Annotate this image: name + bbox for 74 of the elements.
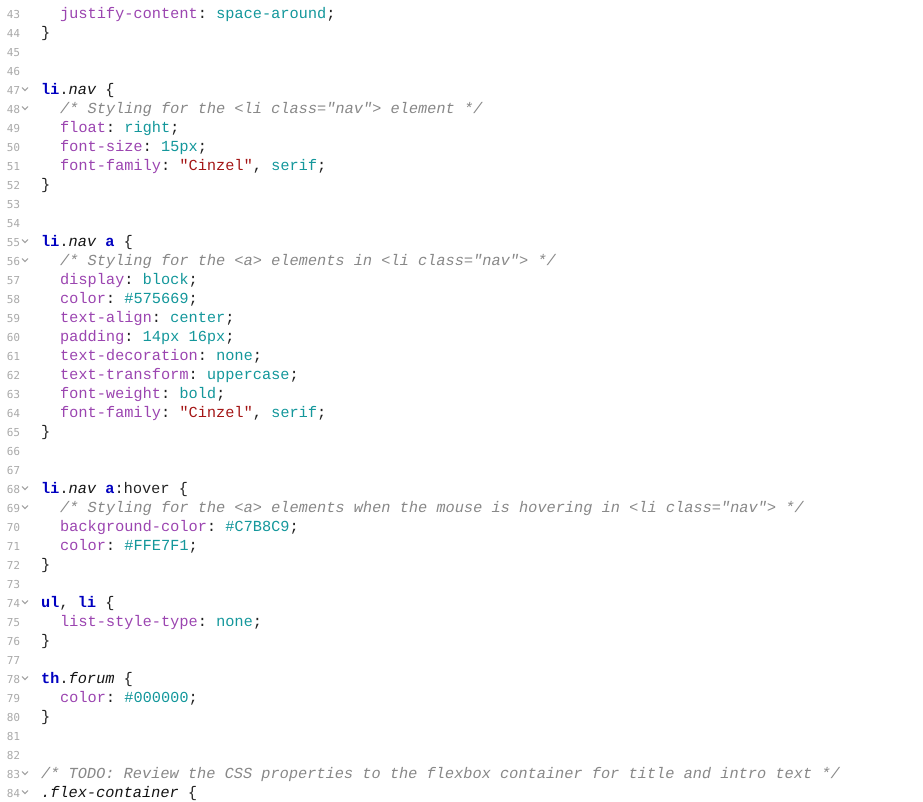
line-number: 75 — [6, 616, 20, 629]
line-number: 83 — [6, 768, 20, 781]
line-number: 53 — [6, 198, 20, 211]
line-number: 52 — [6, 179, 20, 192]
css-declaration: font-family: "Cinzel", serif; — [60, 157, 326, 176]
css-declaration: color: #FFE7F1; — [60, 537, 198, 556]
line-number: 81 — [6, 730, 20, 743]
line-number: 69 — [6, 502, 20, 515]
code-comment: /* Styling for the <a> elements in <li class="nav"> */ — [60, 252, 556, 271]
css-declaration: text-decoration: none; — [60, 347, 262, 366]
line-number: 64 — [6, 407, 20, 420]
line-number: 66 — [6, 445, 20, 458]
line-number: 67 — [6, 464, 20, 477]
code-brace: } — [41, 176, 50, 195]
line-number: 54 — [6, 217, 20, 230]
code-brace: } — [41, 423, 50, 442]
css-declaration: display: block; — [60, 271, 198, 290]
line-number: 61 — [6, 350, 20, 363]
line-number: 68 — [6, 483, 20, 496]
line-number: 60 — [6, 331, 20, 344]
css-selector: li.nav { — [41, 81, 114, 100]
line-number: 82 — [6, 749, 20, 762]
line-number: 56 — [6, 255, 20, 268]
css-declaration: list-style-type: none; — [60, 613, 262, 632]
line-number: 58 — [6, 293, 20, 306]
line-number: 62 — [6, 369, 20, 382]
css-selector: .flex-container { — [41, 784, 198, 802]
css-selector: li.nav a { — [41, 233, 133, 252]
css-declaration: background-color: #C7B8C9; — [60, 518, 299, 537]
line-number: 55 — [6, 236, 20, 249]
css-declaration: text-transform: uppercase; — [60, 366, 299, 385]
css-declaration: color: #575669; — [60, 290, 198, 309]
line-number: 44 — [6, 27, 20, 40]
css-declaration: text-align: center; — [60, 309, 234, 328]
line-number: 48 — [6, 103, 20, 116]
css-selector: th.forum { — [41, 670, 133, 689]
line-number: 71 — [6, 540, 20, 553]
line-number: 78 — [6, 673, 20, 686]
code-comment: /* TODO: Review the CSS properties to the flexbox container for title and intro text */ — [41, 765, 840, 784]
css-declaration: font-weight: bold; — [60, 385, 226, 404]
line-number: 74 — [6, 597, 20, 610]
line-number: 79 — [6, 692, 20, 705]
code-brace: } — [41, 556, 50, 575]
line-number: 80 — [6, 711, 20, 724]
line-number: 49 — [6, 122, 20, 135]
line-number: 70 — [6, 521, 20, 534]
css-declaration: font-family: "Cinzel", serif; — [60, 404, 326, 423]
line-number: 47 — [6, 84, 20, 97]
code-brace: } — [41, 708, 50, 727]
code-comment: /* Styling for the <a> elements when the mouse is hovering in <li class="nav"> */ — [60, 499, 804, 518]
line-number: 84 — [6, 787, 20, 800]
line-number: 76 — [6, 635, 20, 648]
line-number: 77 — [6, 654, 20, 667]
line-number: 57 — [6, 274, 20, 287]
line-number: 43 — [6, 8, 20, 21]
line-number: 59 — [6, 312, 20, 325]
code-comment: /* Styling for the <li class="nav"> element */ — [60, 100, 482, 119]
css-declaration: color: #000000; — [60, 689, 198, 708]
css-selector: li.nav a:hover { — [41, 480, 188, 499]
line-number: 63 — [6, 388, 20, 401]
css-declaration: font-size: 15px; — [60, 138, 207, 157]
line-number: 73 — [6, 578, 20, 591]
css-declaration: padding: 14px 16px; — [60, 328, 234, 347]
css-declaration: justify-content: space-around; — [60, 5, 336, 24]
line-number: 51 — [6, 160, 20, 173]
css-declaration: float: right; — [60, 119, 180, 138]
code-brace: } — [41, 632, 50, 651]
line-number: 65 — [6, 426, 20, 439]
css-selector: ul, li { — [41, 594, 114, 613]
code-brace: } — [41, 24, 50, 43]
line-number: 46 — [6, 65, 20, 78]
line-number: 72 — [6, 559, 20, 572]
line-number: 50 — [6, 141, 20, 154]
line-number: 45 — [6, 46, 20, 59]
